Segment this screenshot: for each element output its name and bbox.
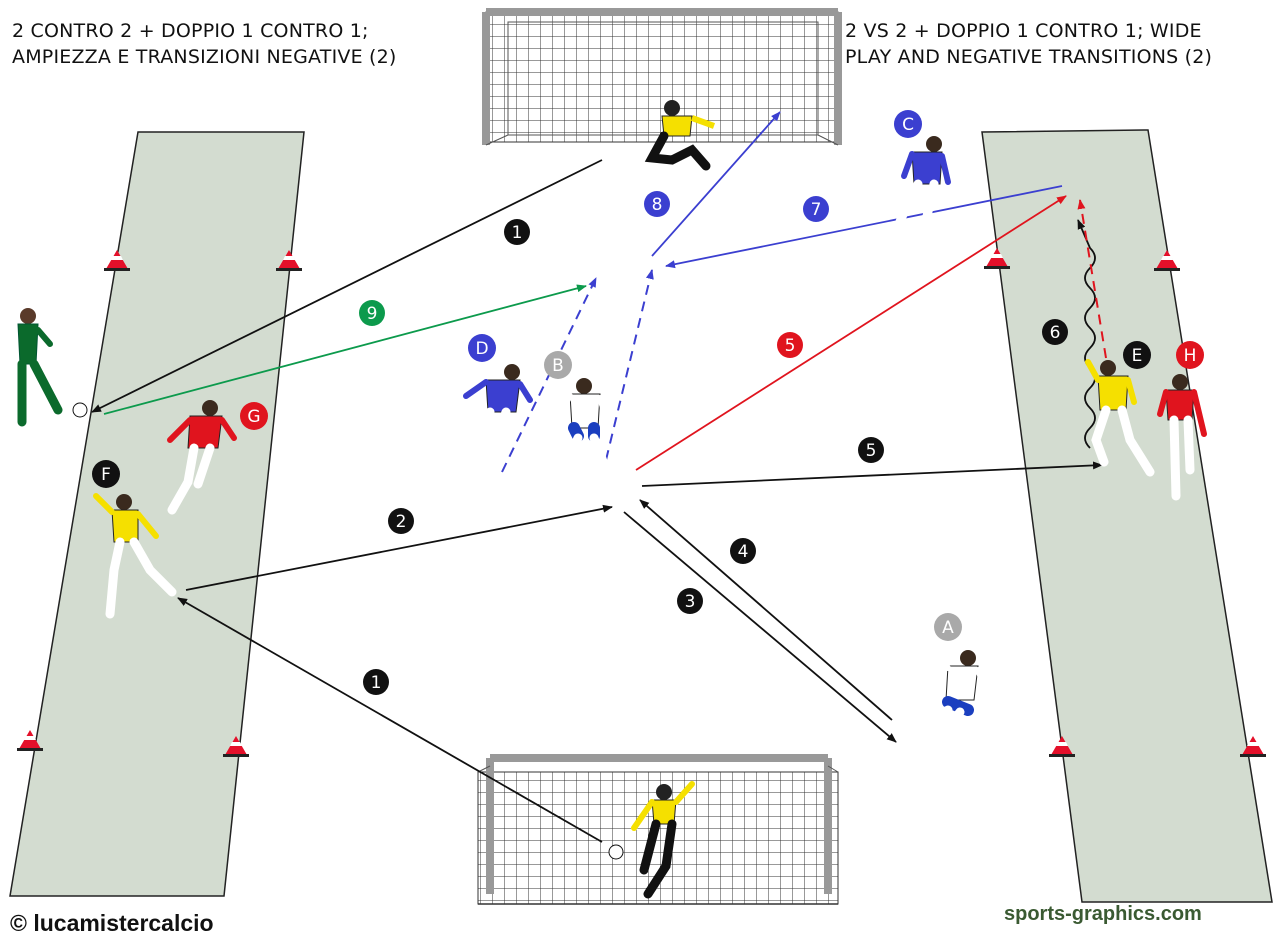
svg-text:4: 4: [738, 542, 749, 562]
svg-text:3: 3: [685, 592, 696, 612]
svg-text:5: 5: [866, 441, 877, 461]
step-badge: 7: [803, 196, 829, 222]
player-badge-d: D: [468, 334, 496, 362]
player-badge-a: A: [934, 613, 962, 641]
step-badge: 8: [644, 191, 670, 217]
arrow-run-b: [606, 270, 652, 460]
svg-text:9: 9: [367, 304, 378, 324]
step-badge: 1: [504, 219, 530, 245]
step-badge: 2: [388, 508, 414, 534]
site-credit: sports-graphics.com: [1004, 903, 1202, 926]
step-badge: 3: [677, 588, 703, 614]
player-badge-c: C: [894, 110, 922, 138]
step-badge: 5: [858, 437, 884, 463]
svg-text:A: A: [942, 618, 954, 638]
svg-text:7: 7: [811, 200, 822, 220]
right-side-zone: [982, 130, 1272, 902]
top-goal: [486, 12, 838, 145]
svg-text:G: G: [247, 407, 260, 427]
step-badges: 1 1 2 3 4 5 5 6 7 8 9: [359, 191, 1068, 695]
player-a: [916, 650, 994, 762]
step-badge: 1: [363, 669, 389, 695]
author-credit: © lucamistercalcio: [10, 910, 214, 937]
svg-text:5: 5: [785, 336, 796, 356]
svg-text:8: 8: [652, 195, 663, 215]
left-side-zone: [10, 132, 304, 896]
svg-text:2: 2: [396, 512, 407, 532]
svg-text:1: 1: [371, 673, 382, 693]
arrow-3-pass: [624, 512, 896, 742]
svg-text:6: 6: [1050, 323, 1061, 343]
svg-text:H: H: [1184, 346, 1197, 366]
ball: [609, 845, 623, 859]
player-badge-b: B: [544, 351, 572, 379]
step-badge: 5: [777, 332, 803, 358]
step-badge: 9: [359, 300, 385, 326]
player-d: [458, 364, 530, 472]
arrow-4-pass: [640, 500, 892, 720]
svg-text:B: B: [552, 356, 564, 376]
svg-text:F: F: [101, 465, 111, 485]
svg-text:1: 1: [512, 223, 523, 243]
player-badge-f: F: [92, 460, 120, 488]
coach: [18, 308, 87, 422]
player-badge-e: E: [1123, 341, 1151, 369]
step-badge: 4: [730, 538, 756, 564]
svg-text:E: E: [1132, 346, 1143, 366]
arrow-5-run: [636, 196, 1066, 470]
player-b: [558, 378, 608, 490]
player-c: [890, 136, 948, 246]
player-badge-h: H: [1176, 341, 1204, 369]
svg-text:C: C: [902, 115, 914, 135]
player-badge-g: G: [240, 402, 268, 430]
step-badge: 6: [1042, 319, 1068, 345]
svg-text:D: D: [475, 339, 488, 359]
